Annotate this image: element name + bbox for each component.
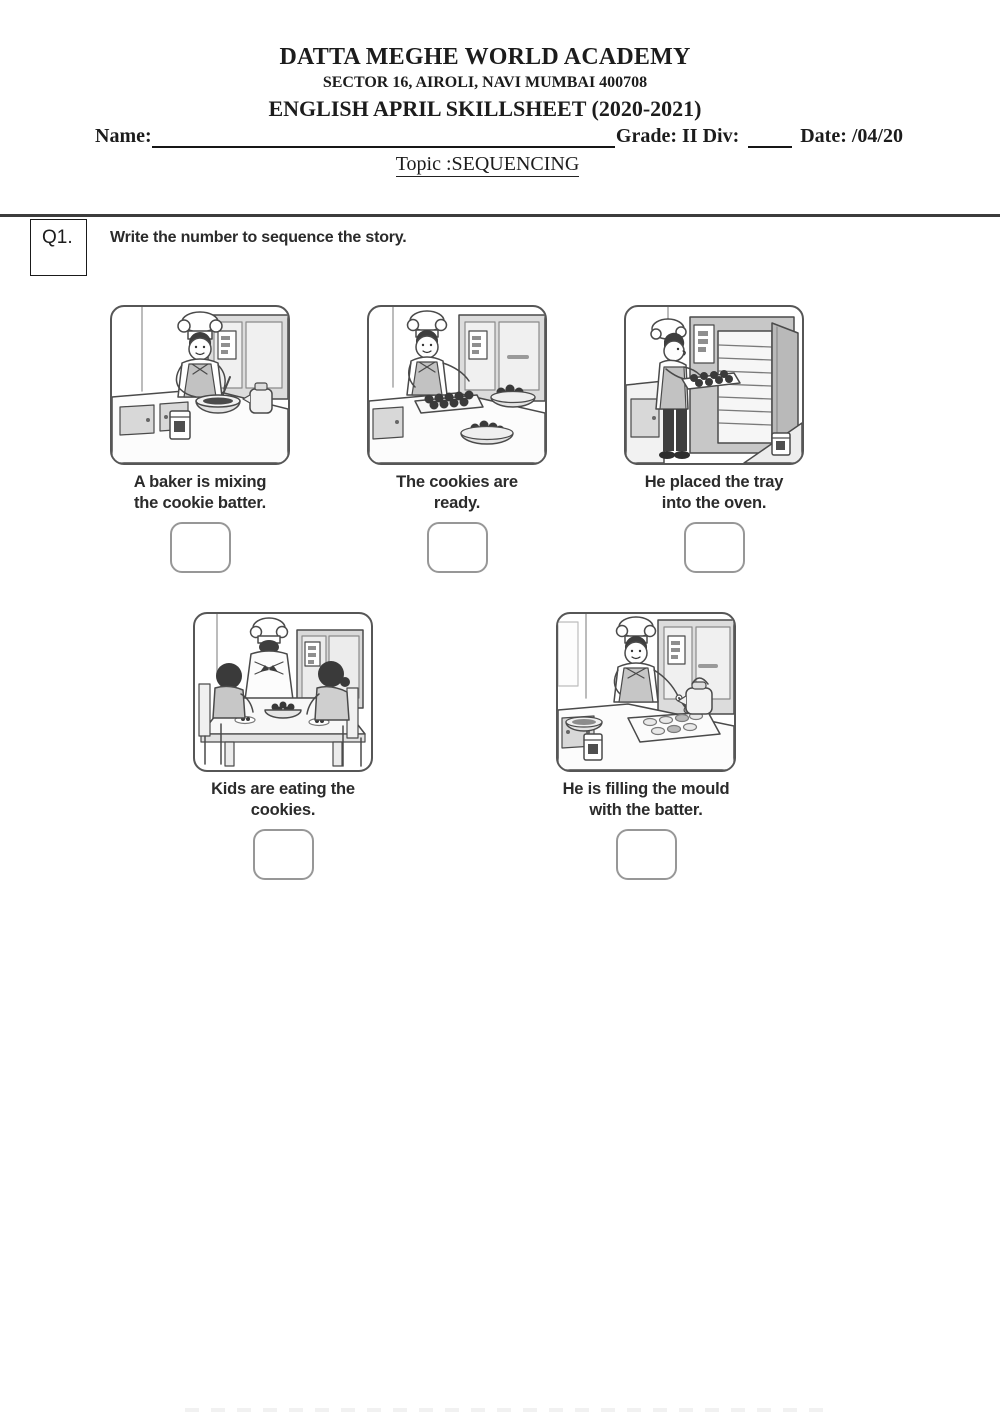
answer-box-5[interactable]	[615, 829, 677, 880]
topic-text: Topic :SEQUENCING	[395, 153, 580, 177]
question-instruction: Write the number to sequence the story.	[110, 229, 407, 246]
div-fill-line[interactable]	[748, 124, 793, 148]
story-image-kids-eating	[193, 612, 373, 772]
school-address: SECTOR 16, AIROLI, NAVI MUMBAI 400708	[322, 74, 648, 91]
page-bottom-artifact	[185, 1408, 825, 1412]
illustration-baker-mixing	[112, 307, 288, 463]
question-number: Q1.	[42, 227, 73, 248]
illustration-cookies-ready	[369, 307, 545, 463]
illustration-kids-eating	[198, 614, 366, 767]
name-grade-date-row: Name: Grade: II Div: Date: /04/20	[95, 124, 903, 148]
story-image-baker-mixing	[110, 305, 290, 465]
question-number-box: Q1.	[30, 219, 87, 276]
answer-box-1[interactable]	[169, 522, 231, 573]
sheet-title: ENGLISH APRIL SKILLSHEET (2020-2021)	[268, 96, 702, 121]
answer-box-4[interactable]	[252, 829, 314, 880]
story-image-tray-into-oven	[624, 305, 804, 465]
date-label: Date: /04/20	[800, 125, 903, 147]
school-name: DATTA MEGHE WORLD ACADEMY	[279, 44, 691, 70]
answer-box-2[interactable]	[426, 522, 488, 573]
topic-row: Topic :SEQUENCING	[0, 153, 975, 177]
grade-div-label: Grade: II Div:	[615, 125, 740, 147]
name-fill-line[interactable]	[151, 124, 615, 148]
illustration-tray-into-oven	[626, 307, 802, 463]
story-image-cookies-ready	[367, 305, 547, 465]
name-label: Name:	[95, 125, 152, 147]
section-divider	[0, 214, 1000, 217]
illustration-filling-mould	[558, 614, 734, 770]
story-image-filling-mould	[556, 612, 736, 772]
answer-box-3[interactable]	[683, 522, 745, 573]
